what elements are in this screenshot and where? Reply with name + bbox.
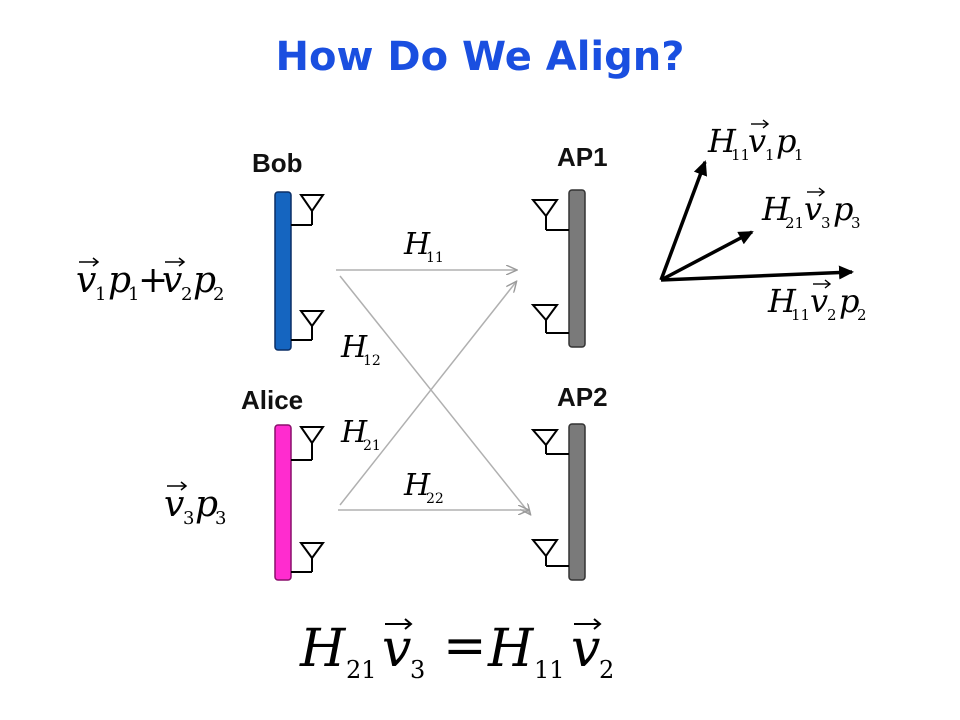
svg-text:H: H [340,330,368,365]
vector-arrow-h11v2p2 [660,265,854,282]
svg-text:H: H [299,619,347,679]
svg-text:v: v [76,260,96,301]
bob-label: Bob [252,148,303,178]
svg-text:1: 1 [95,284,106,305]
svg-text:2: 2 [857,306,867,324]
svg-text:H: H [403,227,431,262]
svg-text:p: p [195,484,218,525]
vector-label-bottom: H 11 v 2 p 2 [767,279,867,324]
svg-text:11: 11 [731,146,750,164]
svg-text:12: 12 [363,353,381,369]
svg-text:v: v [810,282,828,320]
alice-label: Alice [241,385,304,415]
vector-label-middle: H 21 v 3 p 3 [761,187,861,232]
svg-text:11: 11 [534,656,565,684]
svg-text:2: 2 [599,656,614,684]
alice-signal-expression: v 3 p 3 [164,481,226,529]
channel-label-h21: H 21 [340,415,381,454]
ap1-label: AP1 [557,142,608,172]
svg-text:2: 2 [827,306,837,324]
ap2-device-bar [568,423,586,581]
svg-text:H: H [403,468,431,503]
svg-text:v: v [162,260,182,301]
svg-text:H: H [767,282,797,320]
svg-text:11: 11 [791,306,810,324]
svg-text:21: 21 [346,656,377,684]
svg-text:2: 2 [181,284,192,305]
svg-text:H: H [707,122,737,160]
svg-text:1: 1 [794,146,804,164]
svg-text:22: 22 [426,491,444,507]
svg-text:1: 1 [128,284,139,305]
ap2-antenna-top [530,429,569,455]
vector-arrow-h21v3p3 [660,230,754,282]
svg-text:3: 3 [215,508,226,529]
alice-antenna-bottom [291,542,325,573]
svg-text:21: 21 [785,214,804,232]
page-title: How Do We Align? [275,34,685,80]
alignment-equation: H 21 v 3 = H 11 v 2 [299,616,614,684]
alice-antenna-top [291,426,325,461]
bob-device-bar [274,191,292,351]
svg-text:11: 11 [426,250,444,266]
svg-text:3: 3 [410,656,425,684]
channel-label-h12: H 12 [340,330,381,369]
svg-text:H: H [340,415,368,450]
ap1-antenna-bottom [530,304,569,334]
ap2-antenna-bottom [530,539,569,567]
channel-arrow-h12 [339,275,530,514]
svg-text:p: p [833,190,853,228]
alice-device-bar [274,424,292,581]
vector-arrow-h11v1p1 [659,160,708,281]
svg-text:=: = [443,616,487,676]
svg-text:v: v [804,190,822,228]
svg-text:1: 1 [765,146,775,164]
svg-text:+: + [138,260,168,301]
svg-text:v: v [164,484,184,525]
svg-text:p: p [193,260,216,301]
bob-antenna-top [291,194,325,226]
svg-text:p: p [776,122,796,160]
svg-text:3: 3 [821,214,831,232]
svg-text:p: p [839,282,859,320]
svg-text:p: p [108,260,131,301]
svg-text:H: H [487,619,535,679]
svg-text:H: H [761,190,791,228]
svg-text:3: 3 [183,508,194,529]
channel-label-h22: H 22 [403,468,444,507]
ap1-device-bar [568,189,586,348]
bob-signal-expression: v 1 p 1 + v 2 p 2 [76,257,224,305]
svg-text:21: 21 [363,438,381,454]
bob-antenna-bottom [291,310,325,341]
ap2-label: AP2 [557,382,608,412]
svg-text:3: 3 [851,214,861,232]
channel-arrow-h21 [339,282,516,506]
svg-text:v: v [748,122,766,160]
vector-label-top: H 11 v 1 p 1 [707,119,804,164]
svg-text:2: 2 [213,284,224,305]
ap1-antenna-top [530,199,569,231]
channel-label-h11: H 11 [403,227,444,266]
